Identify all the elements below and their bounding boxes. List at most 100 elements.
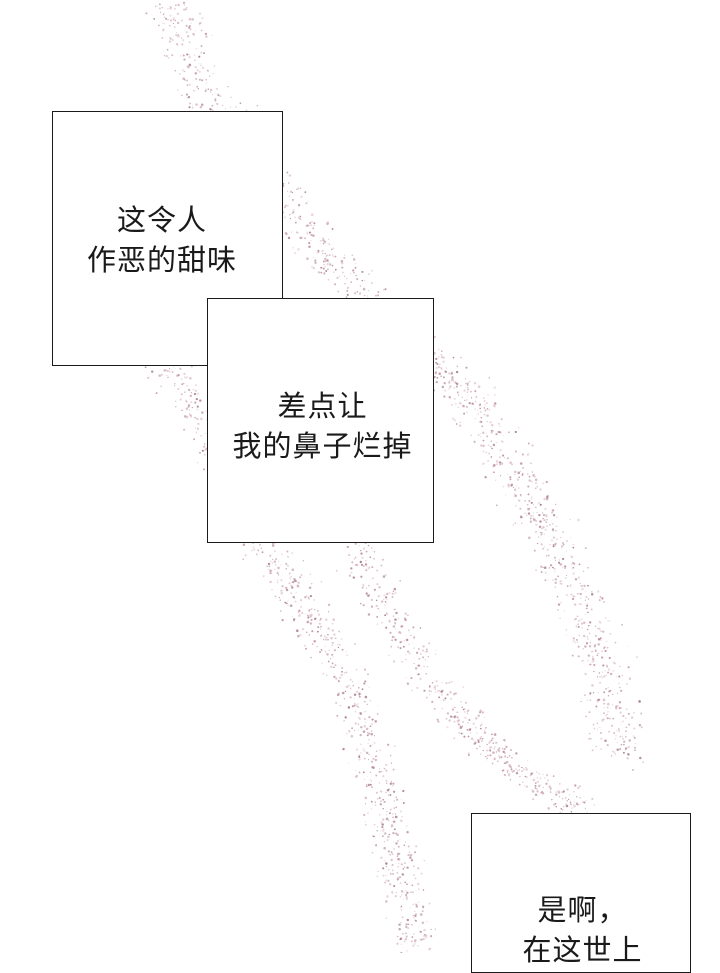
dust-speck xyxy=(343,698,346,700)
dust-speck xyxy=(308,221,312,225)
dust-speck xyxy=(472,722,475,725)
dust-speck xyxy=(319,241,321,243)
dust-speck xyxy=(320,625,323,628)
dust-speck xyxy=(362,730,366,733)
dust-speck xyxy=(544,507,547,511)
dust-speck xyxy=(496,441,498,444)
dust-speck xyxy=(573,791,575,793)
dust-speck xyxy=(367,742,369,745)
dust-speck xyxy=(433,707,436,710)
dust-speck xyxy=(274,560,276,562)
dust-speck xyxy=(353,693,357,696)
dust-speck xyxy=(504,494,507,496)
dust-speck xyxy=(532,517,534,519)
dust-speck xyxy=(360,726,363,729)
dust-speck xyxy=(609,672,613,676)
dust-speck xyxy=(591,749,594,752)
dust-speck xyxy=(451,404,453,406)
dust-speck xyxy=(371,744,373,746)
dust-speck xyxy=(523,768,525,770)
dust-speck xyxy=(506,473,509,476)
dust-speck xyxy=(570,555,572,557)
dust-speck xyxy=(466,382,469,385)
dust-speck xyxy=(551,799,553,801)
dust-speck xyxy=(597,653,599,655)
dust-speck xyxy=(339,275,341,277)
dust-speck xyxy=(529,775,532,777)
dust-speck xyxy=(370,605,374,608)
dust-speck xyxy=(190,415,192,418)
dust-speck xyxy=(380,601,383,604)
dust-speck xyxy=(419,627,422,629)
dust-speck xyxy=(373,588,376,591)
dust-speck xyxy=(464,716,467,719)
dust-speck xyxy=(307,596,310,599)
dust-speck xyxy=(498,747,501,750)
dust-speck xyxy=(292,246,294,249)
dust-speck xyxy=(427,655,430,658)
dust-speck xyxy=(333,271,335,273)
dust-speck xyxy=(545,521,548,524)
dust-speck xyxy=(593,663,596,667)
dust-speck xyxy=(517,764,520,767)
dust-speck xyxy=(591,797,594,800)
dust-speck xyxy=(491,424,494,427)
dust-speck xyxy=(412,891,414,894)
dust-speck xyxy=(417,945,419,947)
dust-speck xyxy=(394,815,398,819)
dust-speck xyxy=(459,726,463,729)
dust-speck xyxy=(382,807,384,810)
dust-speck xyxy=(519,470,521,473)
dust-speck xyxy=(498,754,501,758)
dust-speck xyxy=(440,366,443,369)
dust-speck xyxy=(536,790,539,793)
dust-speck xyxy=(313,640,316,643)
dust-speck xyxy=(387,743,390,746)
dust-speck xyxy=(585,646,587,648)
dust-speck xyxy=(169,371,171,373)
dust-speck xyxy=(371,718,374,721)
dust-speck xyxy=(376,569,379,572)
dust-speck xyxy=(350,567,353,570)
dust-speck xyxy=(390,825,393,828)
dust-speck xyxy=(491,739,493,741)
dust-speck xyxy=(549,543,551,546)
dust-speck xyxy=(534,506,537,509)
dust-speck xyxy=(605,617,607,619)
dust-speck xyxy=(323,260,325,262)
dust-speck xyxy=(613,732,615,734)
dust-speck xyxy=(327,660,330,663)
dust-speck xyxy=(521,472,524,475)
dust-speck xyxy=(406,830,409,834)
dust-speck xyxy=(185,407,189,410)
dust-speck xyxy=(385,917,387,919)
dust-speck xyxy=(298,614,301,617)
dust-speck xyxy=(445,371,448,373)
dust-speck xyxy=(199,105,203,109)
dust-speck xyxy=(524,766,527,769)
dust-speck xyxy=(554,581,557,584)
dust-speck xyxy=(307,616,310,619)
dust-speck xyxy=(384,574,387,576)
dust-speck xyxy=(566,594,568,596)
dust-speck xyxy=(186,65,189,68)
dust-speck xyxy=(371,780,373,782)
dust-speck xyxy=(465,382,467,385)
dust-speck xyxy=(498,456,501,459)
dust-speck xyxy=(618,730,620,732)
dust-speck xyxy=(391,635,395,639)
dust-speck xyxy=(196,427,199,430)
dust-speck xyxy=(614,655,616,657)
dust-speck xyxy=(312,227,315,230)
dust-speck xyxy=(355,668,358,671)
dust-speck xyxy=(418,648,420,650)
dust-speck xyxy=(457,394,460,396)
dust-speck xyxy=(607,671,610,674)
dust-speck xyxy=(488,377,490,379)
dust-speck xyxy=(405,923,408,926)
dust-speck xyxy=(357,706,360,709)
dust-speck xyxy=(407,927,410,930)
dust-speck xyxy=(406,898,408,900)
dust-speck xyxy=(477,434,480,436)
dust-speck xyxy=(537,501,541,505)
